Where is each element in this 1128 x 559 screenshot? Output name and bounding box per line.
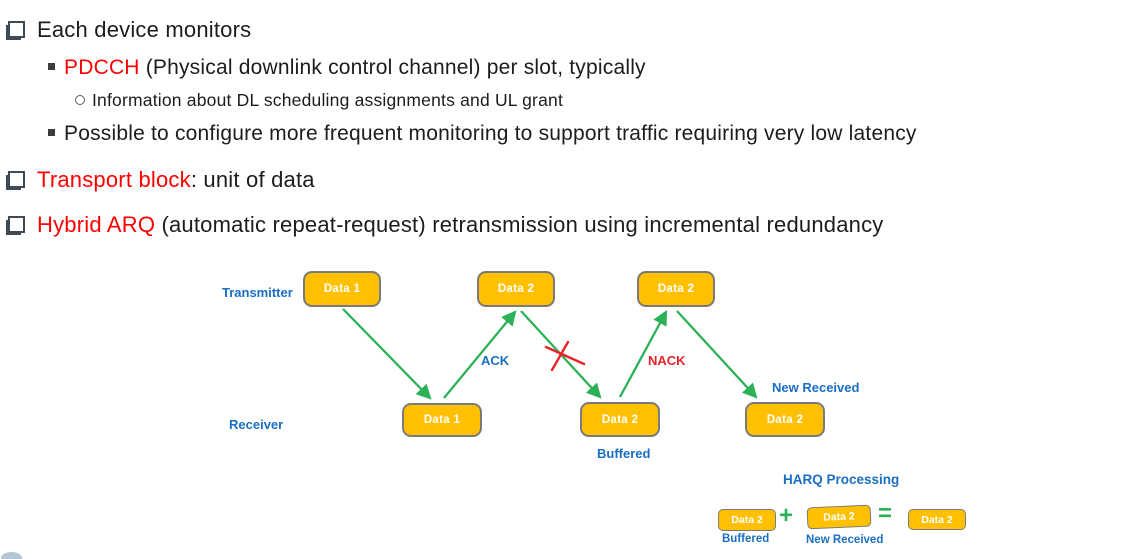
square-bullet-icon — [8, 171, 25, 188]
bullet-text-rest: (Physical downlink control channel) per … — [139, 56, 646, 79]
equals-sign: = — [878, 500, 893, 527]
arrow-data2-tx-to-rx-failed — [520, 310, 602, 399]
bullet-text-rest: : unit of data — [190, 167, 315, 192]
harq-result-box: Data 2 — [908, 509, 966, 530]
bullet-text: PDCCH (Physical downlink control channel… — [64, 55, 646, 80]
arrow-data1-tx-to-rx — [342, 308, 432, 400]
transmission-error-x-icon — [544, 340, 586, 372]
harq-buffered-caption: Buffered — [722, 533, 770, 545]
arrow-data2-retransmission — [676, 310, 758, 399]
square-bullet-icon — [8, 21, 25, 38]
small-square-bullet-icon — [48, 129, 55, 136]
ack-label: ACK — [481, 353, 510, 368]
rx-data2-new-received-box: Data 2 — [745, 402, 825, 437]
harq-new-received-box: Data 2 — [806, 504, 872, 530]
bullet-text-rest: (automatic repeat-request) retransmissio… — [155, 212, 884, 237]
highlight-term: PDCCH — [64, 56, 140, 79]
rx-data2-buffered-box: Data 2 — [580, 402, 660, 437]
bullet-line-information: Information about DL scheduling assignme… — [75, 90, 563, 111]
bullet-line-each-device: Each device monitors — [8, 17, 251, 43]
transmitter-label: Transmitter — [222, 285, 293, 300]
harq-new-received-caption: New Received — [806, 534, 884, 546]
bullet-text: Each device monitors — [37, 17, 252, 42]
tx-data2-box: Data 2 — [477, 271, 555, 307]
tx-data2-retx-box: Data 2 — [637, 271, 715, 307]
bullet-line-possible: Possible to configure more frequent moni… — [48, 121, 917, 146]
receiver-label: Receiver — [229, 417, 284, 432]
square-bullet-icon — [8, 216, 25, 233]
bullet-text: Transport block: unit of data — [37, 167, 315, 193]
harq-processing-title: HARQ Processing — [783, 472, 900, 487]
bullet-line-pdcch: PDCCH (Physical downlink control channel… — [48, 55, 646, 80]
bullet-text: Hybrid ARQ (automatic repeat-request) re… — [37, 212, 883, 238]
bullet-text: Information about DL scheduling assignme… — [92, 90, 564, 110]
bullet-line-hybrid-arq: Hybrid ARQ (automatic repeat-request) re… — [8, 212, 883, 238]
bullet-text: Possible to configure more frequent moni… — [64, 122, 917, 145]
buffered-label: Buffered — [597, 446, 651, 461]
tx-data1-box: Data 1 — [303, 271, 381, 307]
plus-sign: + — [779, 502, 794, 529]
bullet-line-transport-block: Transport block: unit of data — [8, 167, 315, 193]
rx-data1-box: Data 1 — [402, 403, 482, 437]
small-square-bullet-icon — [48, 63, 55, 70]
nack-label: NACK — [648, 353, 686, 368]
circle-bullet-icon — [75, 95, 85, 105]
harq-buffered-box: Data 2 — [718, 509, 776, 531]
new-received-label: New Received — [772, 380, 860, 395]
corner-decoration — [1, 552, 22, 559]
highlight-term: Hybrid ARQ — [37, 212, 156, 237]
highlight-term: Transport block — [37, 167, 191, 192]
